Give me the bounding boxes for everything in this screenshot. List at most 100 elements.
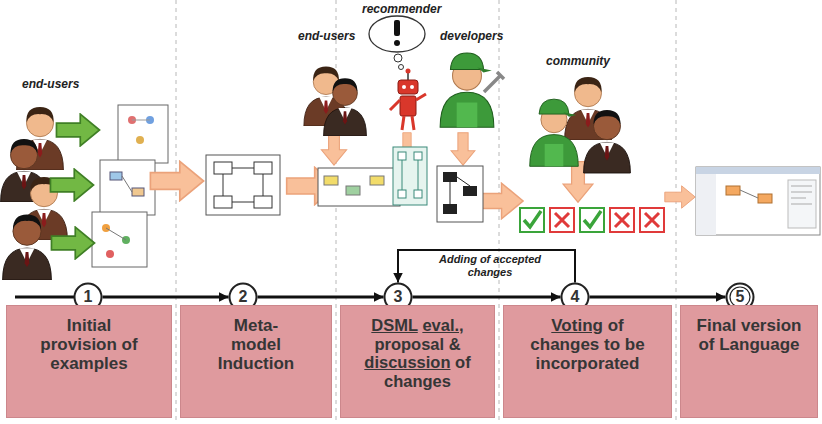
metamodel-sketch	[206, 155, 280, 215]
step-number-text: 3	[394, 289, 403, 305]
step-number-text: 2	[239, 289, 248, 305]
actor-label: end-users	[298, 30, 355, 43]
language-screenshot	[696, 174, 716, 235]
vote-marks	[550, 208, 574, 232]
word: changes	[530, 335, 599, 354]
word: be	[625, 335, 645, 354]
vote-marks	[645, 213, 659, 227]
word-gap	[444, 335, 449, 353]
phase-text: Meta-model Induction	[215, 316, 297, 374]
recommender-robot	[398, 80, 418, 94]
phase-text: Voting of changes to be incorporated	[522, 316, 653, 374]
timeline-arrow	[590, 296, 726, 299]
actor-label: end-users	[22, 78, 79, 91]
timeline-arrow	[103, 296, 229, 299]
phase-text: Final version of Language	[689, 316, 809, 354]
example-sheets	[132, 188, 144, 196]
model-sketch	[414, 190, 422, 198]
model-sketch	[443, 172, 457, 182]
vote-marks	[520, 208, 544, 232]
example-sheets	[100, 160, 155, 215]
word: of	[608, 316, 624, 335]
vote-marks	[520, 208, 664, 232]
phase-box: Initial provision of examples	[6, 305, 172, 418]
recommender-robot	[402, 85, 406, 89]
green-arrow	[51, 227, 94, 259]
word-gap	[603, 316, 608, 335]
language-screenshot	[696, 167, 820, 174]
model-sketch	[414, 152, 422, 160]
word: discussion	[364, 353, 450, 371]
community-icon	[584, 110, 631, 173]
thought-bubble	[399, 65, 404, 70]
word: incorporated	[536, 354, 640, 373]
language-screenshot	[758, 194, 772, 203]
thought-bubble	[369, 16, 425, 52]
word-gap	[620, 335, 625, 354]
phase-text: Initial provision of examples	[27, 316, 151, 374]
phase-box: Meta-model Induction	[180, 305, 332, 418]
language-screenshot	[791, 186, 812, 204]
metamodel-sketch	[214, 196, 232, 208]
step-number-text: 5	[736, 289, 745, 305]
metamodel-sketch	[254, 196, 272, 208]
thought-bubble	[369, 16, 425, 70]
vote-marks	[640, 208, 664, 232]
word: DSML	[371, 316, 417, 334]
metamodel-sketch	[254, 162, 272, 174]
model-sketch	[318, 168, 400, 206]
model-sketch	[437, 166, 483, 222]
developer-icon	[484, 72, 504, 92]
language-screenshot	[726, 186, 740, 195]
vote-marks	[555, 213, 569, 227]
language-screenshot	[740, 190, 758, 198]
vote-marks	[615, 213, 629, 227]
model-sketch	[450, 177, 470, 204]
model-sketch	[370, 176, 384, 185]
green-arrow	[50, 114, 99, 259]
phase-box: DSML eval., proposal & discussion of cha…	[340, 305, 495, 418]
word: &	[449, 335, 461, 353]
edge-label: Adding of accepted changes	[438, 253, 542, 278]
vote-marks	[610, 208, 634, 232]
metamodel-sketch	[214, 162, 232, 174]
phase-box: Voting of changes to be incorporated	[503, 305, 672, 418]
recommender-robot	[400, 96, 416, 116]
recommender-robot	[410, 85, 414, 89]
green-arrow	[50, 169, 93, 201]
orange-arrow	[451, 133, 475, 165]
orange-arrow	[321, 131, 346, 165]
column-divider	[336, 0, 337, 424]
word-gap	[451, 353, 456, 371]
example-sheets	[106, 250, 114, 258]
example-sheets	[132, 120, 150, 121]
actor-label: community	[546, 55, 610, 68]
word: eval.,	[422, 316, 463, 334]
word-gap	[418, 316, 423, 334]
model-sketch	[398, 190, 406, 198]
example-sheets	[118, 105, 168, 163]
word: changes	[384, 372, 451, 390]
metamodel-sketch	[223, 168, 263, 202]
community-icon	[530, 99, 579, 166]
model-sketch	[324, 176, 338, 185]
model-sketch	[393, 147, 427, 205]
community-icon	[530, 77, 631, 173]
timeline-arrow	[258, 296, 384, 299]
metamodel-sketch	[206, 155, 280, 215]
developer-icon	[440, 53, 504, 127]
thought-bubble	[394, 40, 400, 46]
phase-text: DSML eval., proposal & discussion of cha…	[351, 316, 484, 391]
actor-label: developers	[440, 30, 503, 43]
recommender-robot	[390, 94, 426, 110]
end-user-icon	[3, 214, 52, 280]
actor-label: recommender	[362, 3, 441, 16]
word: to	[604, 335, 620, 354]
timeline-start	[15, 296, 74, 299]
word-gap	[599, 335, 604, 354]
vote-marks	[524, 211, 541, 227]
